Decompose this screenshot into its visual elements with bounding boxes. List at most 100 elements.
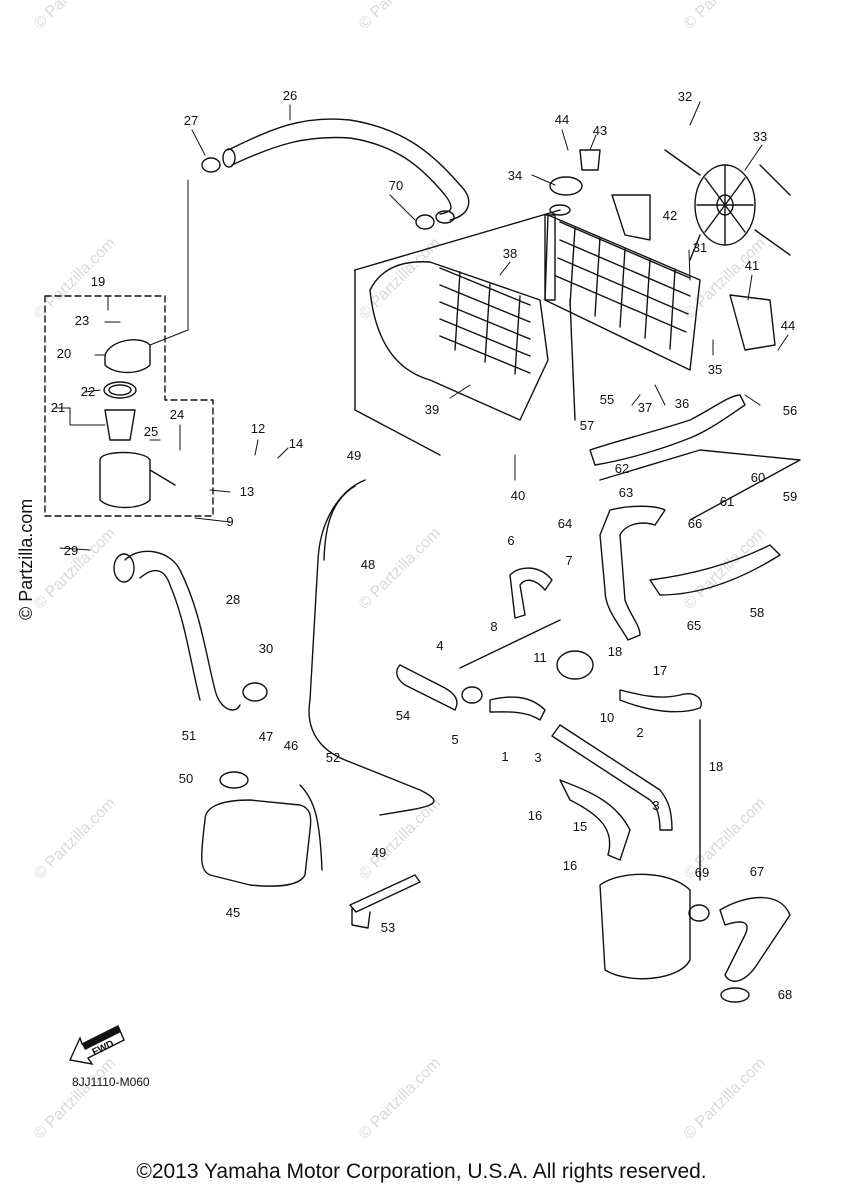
- callout-5: 5: [451, 732, 458, 747]
- callout-15: 15: [573, 819, 587, 834]
- callout-40: 40: [511, 488, 525, 503]
- diagram-reference-code: 8JJ1110-M060: [72, 1075, 150, 1089]
- callout-9: 9: [226, 514, 233, 529]
- callout-46: 46: [284, 738, 298, 753]
- partzilla-watermark: © Partzilla.com: [681, 1055, 769, 1143]
- callout-68: 68: [778, 987, 792, 1002]
- radiator: [544, 214, 701, 371]
- callout-38: 38: [503, 246, 517, 261]
- callout-43: 43: [593, 123, 607, 138]
- callout-18: 18: [709, 759, 723, 774]
- callout-49: 49: [372, 845, 386, 860]
- callout-17: 17: [653, 663, 667, 678]
- thermostat-cover: [104, 339, 151, 374]
- callout-23: 23: [75, 313, 89, 328]
- upper-radiator-hose-inner: [231, 136, 452, 215]
- callout-32: 32: [678, 89, 692, 104]
- callout-60: 60: [751, 470, 765, 485]
- radiator-cap: [549, 176, 583, 196]
- coolant-hose-4: [396, 664, 458, 711]
- callout-56: 56: [783, 403, 797, 418]
- callout-33: 33: [753, 129, 767, 144]
- callout-41: 41: [745, 258, 759, 273]
- callout-28: 28: [226, 592, 240, 607]
- callout-16: 16: [563, 858, 577, 873]
- callout-36: 36: [675, 396, 689, 411]
- callout-45: 45: [226, 905, 240, 920]
- callout-69: 69: [695, 865, 709, 880]
- callout-59: 59: [783, 489, 797, 504]
- callout-50: 50: [179, 771, 193, 786]
- callout-25: 25: [144, 424, 158, 439]
- callout-27: 27: [184, 113, 198, 128]
- partzilla-watermark: © Partzilla.com: [31, 795, 119, 883]
- line-art: [44, 101, 801, 1003]
- partzilla-watermark: © Partzilla.com: [356, 795, 444, 883]
- callout-16: 16: [528, 808, 542, 823]
- callout-31: 31: [693, 240, 707, 255]
- callout-13: 13: [240, 484, 254, 499]
- callout-6: 6: [507, 533, 514, 548]
- callout-2: 2: [636, 725, 643, 740]
- callout-66: 66: [688, 516, 702, 531]
- callout-58: 58: [750, 605, 764, 620]
- callout-7: 7: [565, 553, 572, 568]
- callout-70: 70: [389, 178, 403, 193]
- water-pump: [599, 873, 691, 980]
- callout-54: 54: [396, 708, 410, 723]
- callout-18: 18: [608, 644, 622, 659]
- callout-39: 39: [425, 402, 439, 417]
- callout-42: 42: [663, 208, 677, 223]
- partzilla-watermark: © Partzilla.com: [31, 235, 119, 323]
- callout-44: 44: [555, 112, 569, 127]
- partzilla-watermark: © Partzilla.com: [356, 0, 444, 33]
- callout-10: 10: [600, 710, 614, 725]
- callout-64: 64: [558, 516, 572, 531]
- coolant-hose-55: [589, 394, 746, 466]
- partzilla-watermark: © Partzilla.com: [356, 1055, 444, 1143]
- overflow-hose-48: [308, 479, 435, 816]
- callout-14: 14: [289, 436, 303, 451]
- callout-26: 26: [283, 88, 297, 103]
- upper-radiator-hose: [227, 118, 470, 221]
- callout-19: 19: [91, 274, 105, 289]
- callout-65: 65: [687, 618, 701, 633]
- partzilla-watermark: © Partzilla.com: [31, 1055, 119, 1143]
- callout-44: 44: [781, 318, 795, 333]
- coolant-reservoir: [201, 799, 312, 887]
- partzilla-watermark: © Partzilla.com: [681, 0, 769, 33]
- callout-49: 49: [347, 448, 361, 463]
- callout-53: 53: [381, 920, 395, 935]
- callout-24: 24: [170, 407, 184, 422]
- partzilla-watermark: © Partzilla.com: [31, 525, 119, 613]
- callout-4: 4: [436, 638, 443, 653]
- callout-57: 57: [580, 418, 594, 433]
- callout-21: 21: [51, 400, 65, 415]
- callout-29: 29: [64, 543, 78, 558]
- callout-63: 63: [619, 485, 633, 500]
- callout-1: 1: [501, 749, 508, 764]
- copyright-text: ©2013 Yamaha Motor Corporation, U.S.A. A…: [136, 1160, 707, 1183]
- callout-61: 61: [720, 494, 734, 509]
- callout-30: 30: [259, 641, 273, 656]
- callout-62: 62: [615, 461, 629, 476]
- coolant-hose-28: [124, 550, 241, 711]
- callout-34: 34: [508, 168, 522, 183]
- callout-67: 67: [750, 864, 764, 879]
- partzilla-watermark: © Partzilla.com: [31, 0, 119, 33]
- callout-3: 3: [652, 798, 659, 813]
- callout-35: 35: [708, 362, 722, 377]
- callout-22: 22: [81, 384, 95, 399]
- partzilla-watermark-vertical: © Partzilla.com: [16, 498, 36, 620]
- callout-55: 55: [600, 392, 614, 407]
- callout-52: 52: [326, 750, 340, 765]
- callout-47: 47: [259, 729, 273, 744]
- callout-37: 37: [638, 400, 652, 415]
- callout-labels: 1234567810111213141516171819202122232425…: [51, 88, 797, 1002]
- callout-20: 20: [57, 346, 71, 361]
- callout-51: 51: [182, 728, 196, 743]
- fwd-arrow-icon: FWD: [68, 1025, 125, 1065]
- thermostat-housing: [99, 451, 151, 509]
- callout-8: 8: [490, 619, 497, 634]
